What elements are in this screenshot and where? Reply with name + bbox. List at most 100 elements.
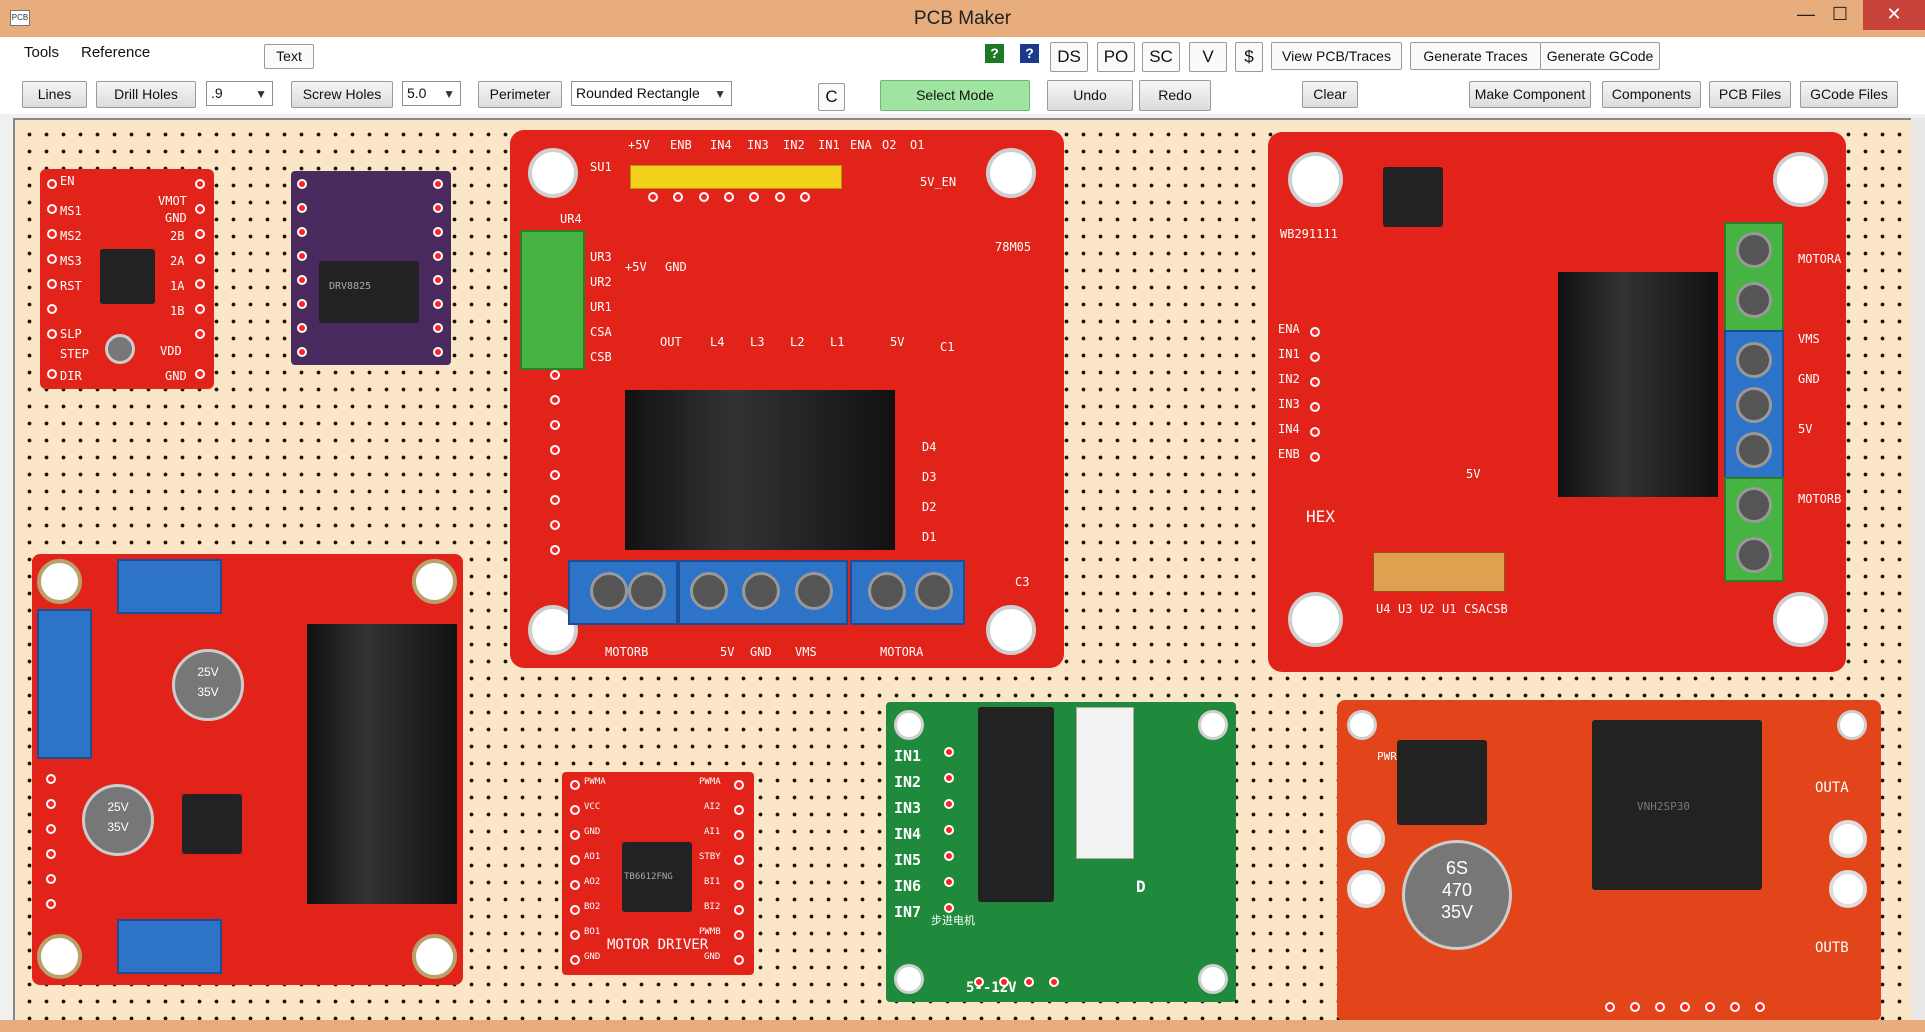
components-button[interactable]: Components: [1602, 81, 1701, 108]
pad[interactable]: [550, 520, 560, 530]
pad[interactable]: [433, 227, 443, 237]
pad[interactable]: [47, 369, 57, 379]
pad[interactable]: [1024, 977, 1034, 987]
pad[interactable]: [944, 773, 954, 783]
pad[interactable]: [195, 369, 205, 379]
clear-button[interactable]: Clear: [1302, 81, 1358, 108]
ds-button[interactable]: DS: [1050, 42, 1088, 72]
board-drv8825[interactable]: DRV8825: [291, 171, 451, 365]
pad[interactable]: [570, 905, 580, 915]
gcode-files-button[interactable]: GCode Files: [1800, 81, 1898, 108]
pad[interactable]: [570, 955, 580, 965]
lines-button[interactable]: Lines: [22, 81, 87, 108]
help-blue-icon[interactable]: ?: [1020, 44, 1039, 63]
pad[interactable]: [944, 903, 954, 913]
pad[interactable]: [46, 799, 56, 809]
pcb-canvas[interactable]: EN MS1 MS2 MS3 RST SLP STEP DIR VMOT GND…: [13, 118, 1913, 1022]
pad[interactable]: [297, 275, 307, 285]
pad[interactable]: [734, 880, 744, 890]
view-pcb-traces-button[interactable]: View PCB/Traces: [1271, 42, 1402, 70]
pad[interactable]: [433, 299, 443, 309]
pad[interactable]: [570, 855, 580, 865]
pad[interactable]: [734, 905, 744, 915]
undo-button[interactable]: Undo: [1047, 80, 1133, 111]
pad[interactable]: [570, 880, 580, 890]
pad[interactable]: [1310, 402, 1320, 412]
pad[interactable]: [297, 299, 307, 309]
make-component-button[interactable]: Make Component: [1469, 81, 1591, 108]
pad[interactable]: [47, 279, 57, 289]
pad[interactable]: [195, 179, 205, 189]
pad[interactable]: [570, 830, 580, 840]
pad[interactable]: [46, 874, 56, 884]
pad[interactable]: [570, 780, 580, 790]
vertical-scrollbar[interactable]: [1911, 118, 1925, 1023]
pad[interactable]: [433, 347, 443, 357]
select-mode-button[interactable]: Select Mode: [880, 80, 1030, 111]
pad[interactable]: [550, 395, 560, 405]
pad[interactable]: [944, 877, 954, 887]
close-button[interactable]: ✕: [1863, 0, 1925, 30]
redo-button[interactable]: Redo: [1139, 80, 1211, 111]
pad[interactable]: [734, 930, 744, 940]
pad[interactable]: [550, 470, 560, 480]
pad[interactable]: [433, 203, 443, 213]
screw-size-select[interactable]: 5.0▼: [402, 81, 461, 106]
pad[interactable]: [46, 774, 56, 784]
pad[interactable]: [46, 899, 56, 909]
pad[interactable]: [944, 747, 954, 757]
pad[interactable]: [297, 251, 307, 261]
pad[interactable]: [433, 251, 443, 261]
pad[interactable]: [1680, 1002, 1690, 1012]
generate-gcode-button[interactable]: Generate GCode: [1540, 42, 1660, 70]
v-button[interactable]: V: [1189, 42, 1227, 72]
pad[interactable]: [195, 229, 205, 239]
pad[interactable]: [47, 254, 57, 264]
drill-holes-button[interactable]: Drill Holes: [96, 81, 196, 108]
pad[interactable]: [734, 805, 744, 815]
pad[interactable]: [734, 955, 744, 965]
pad[interactable]: [570, 930, 580, 940]
pad[interactable]: [724, 192, 734, 202]
pad[interactable]: [46, 824, 56, 834]
pad[interactable]: [433, 323, 443, 333]
pad[interactable]: [1310, 377, 1320, 387]
generate-traces-button[interactable]: Generate Traces: [1410, 42, 1541, 70]
pad[interactable]: [550, 495, 560, 505]
perimeter-button[interactable]: Perimeter: [478, 81, 562, 108]
pad[interactable]: [800, 192, 810, 202]
board-uln2003[interactable]: IN1 IN2 IN3 IN4 IN5 IN6 IN7 5--12V 步进电机 …: [886, 702, 1236, 1002]
pad[interactable]: [195, 204, 205, 214]
pad[interactable]: [749, 192, 759, 202]
minimize-button[interactable]: —: [1797, 4, 1815, 24]
pad[interactable]: [944, 799, 954, 809]
pad[interactable]: [297, 203, 307, 213]
pad[interactable]: [944, 851, 954, 861]
pad[interactable]: [734, 855, 744, 865]
pad[interactable]: [1310, 352, 1320, 362]
pad[interactable]: [1310, 452, 1320, 462]
board-l298-center[interactable]: +5V ENB IN4 IN3 IN2 IN1 ENA O2 O1 SU1 5V…: [510, 130, 1064, 668]
pad[interactable]: [195, 254, 205, 264]
drill-size-select[interactable]: .9▼: [206, 81, 273, 106]
help-green-icon[interactable]: ?: [985, 44, 1004, 63]
pad[interactable]: [297, 227, 307, 237]
pad[interactable]: [734, 780, 744, 790]
pad[interactable]: [775, 192, 785, 202]
board-a4988[interactable]: EN MS1 MS2 MS3 RST SLP STEP DIR VMOT GND…: [40, 169, 214, 389]
pad[interactable]: [974, 977, 984, 987]
pad[interactable]: [195, 279, 205, 289]
c-button[interactable]: C: [818, 83, 845, 111]
pad[interactable]: [47, 229, 57, 239]
perimeter-shape-select[interactable]: Rounded Rectangle▼: [571, 81, 732, 106]
pad[interactable]: [47, 329, 57, 339]
pad[interactable]: [1049, 977, 1059, 987]
sc-button[interactable]: SC: [1142, 42, 1180, 72]
pad[interactable]: [944, 825, 954, 835]
pcb-files-button[interactable]: PCB Files: [1709, 81, 1791, 108]
board-l298-right[interactable]: WB291111 ENA IN1 IN2 IN3 IN4 ENB MOTORA …: [1268, 132, 1846, 672]
pad[interactable]: [46, 849, 56, 859]
pad[interactable]: [699, 192, 709, 202]
pad[interactable]: [1605, 1002, 1615, 1012]
